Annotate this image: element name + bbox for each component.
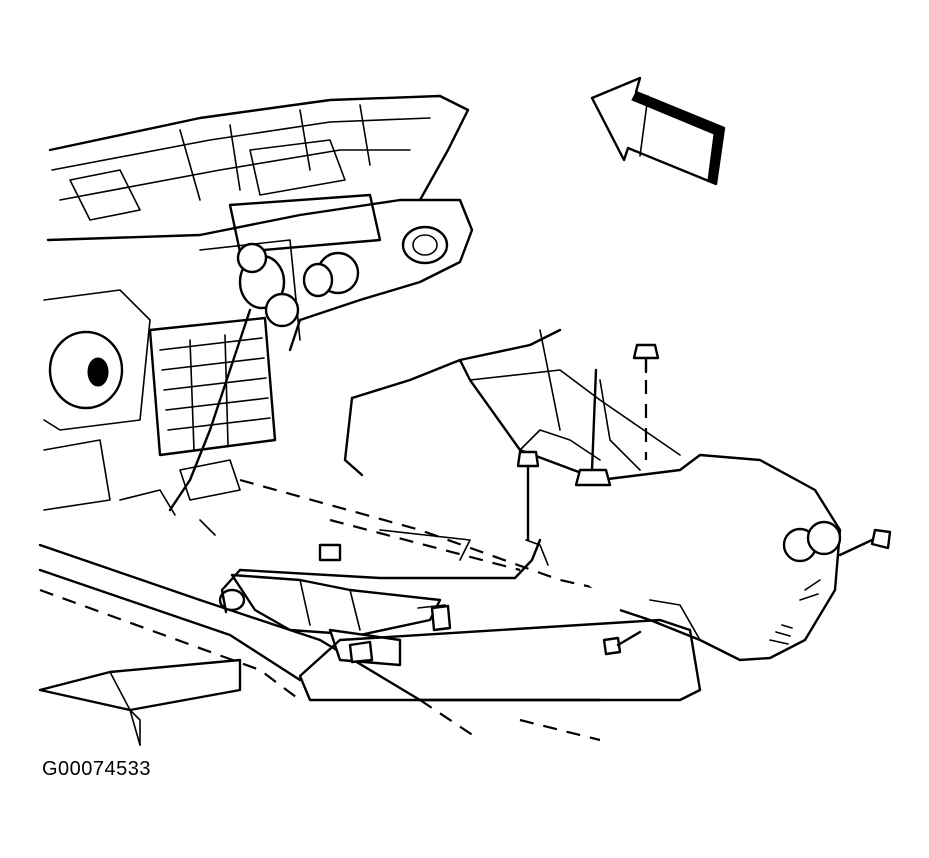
callout-outlines [220,538,702,702]
console-bolt-front [516,450,549,566]
console-rear-bolt [602,630,642,656]
console-bolt [632,343,660,460]
console-side-bolt [838,528,892,557]
figure-id-label: G00074533 [42,758,152,780]
shift-lever [574,368,612,487]
floor-console [343,328,842,662]
floor-clip [318,543,452,664]
instrument-panel [43,94,474,511]
direction-arrow-icon [590,76,726,186]
floor-pan [38,478,651,746]
radio-hvac-stack [119,308,277,536]
